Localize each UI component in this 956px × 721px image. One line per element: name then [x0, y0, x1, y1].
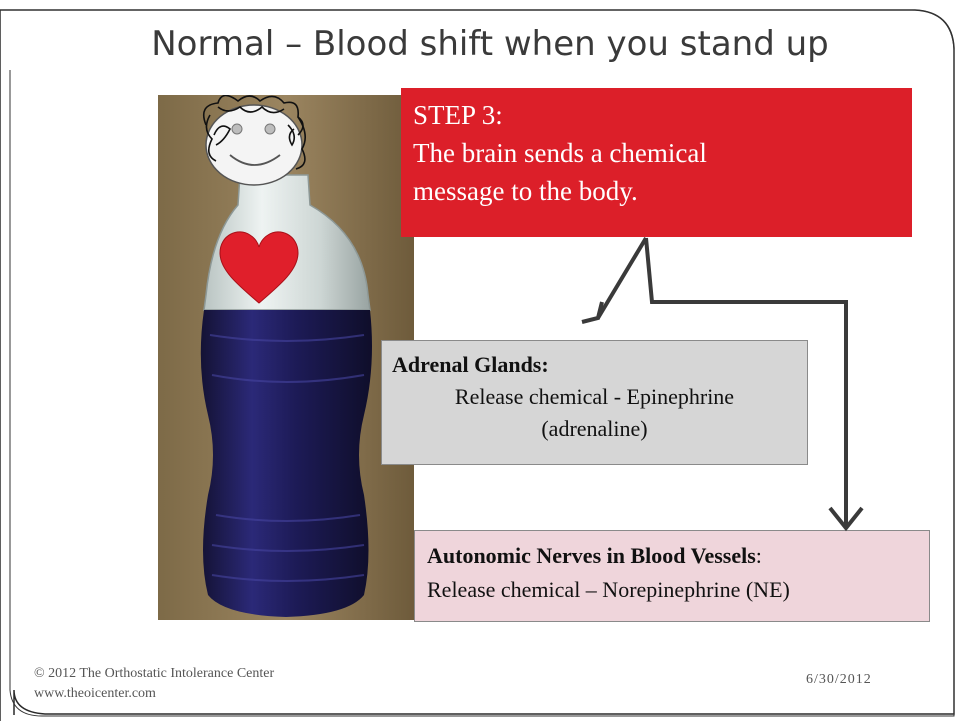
adrenal-line-1: Release chemical - Epinephrine [392, 381, 797, 413]
copyright-text: © 2012 The Orthostatic Intolerance Cente… [34, 664, 274, 684]
footer-credits: © 2012 The Orthostatic Intolerance Cente… [34, 664, 274, 704]
step-3-box: STEP 3: The brain sends a chemical messa… [401, 88, 912, 237]
nerves-heading-line: Autonomic Nerves in Blood Vessels: [427, 539, 917, 573]
step-text-line-1: The brain sends a chemical [413, 134, 900, 172]
nerves-heading: Autonomic Nerves in Blood Vessels [427, 543, 756, 568]
adrenal-line-2: (adrenaline) [392, 413, 797, 445]
step-text-line-2: message to the body. [413, 172, 900, 210]
bottle-photo [158, 95, 414, 620]
nerves-colon: : [756, 543, 762, 568]
adrenal-glands-box: Adrenal Glands: Release chemical - Epine… [381, 340, 808, 465]
nerves-line-2: Release chemical – Norepinephrine (NE) [427, 573, 917, 607]
autonomic-nerves-box: Autonomic Nerves in Blood Vessels: Relea… [414, 530, 930, 622]
adrenal-body: Release chemical - Epinephrine (adrenali… [392, 381, 797, 445]
slide-title: Normal – Blood shift when you stand up [60, 14, 920, 74]
adrenal-heading: Adrenal Glands: [392, 349, 797, 381]
website-text: www.theoicenter.com [34, 684, 274, 704]
step-label: STEP 3: [413, 96, 900, 134]
slide-date: 6/30/2012 [806, 672, 872, 688]
